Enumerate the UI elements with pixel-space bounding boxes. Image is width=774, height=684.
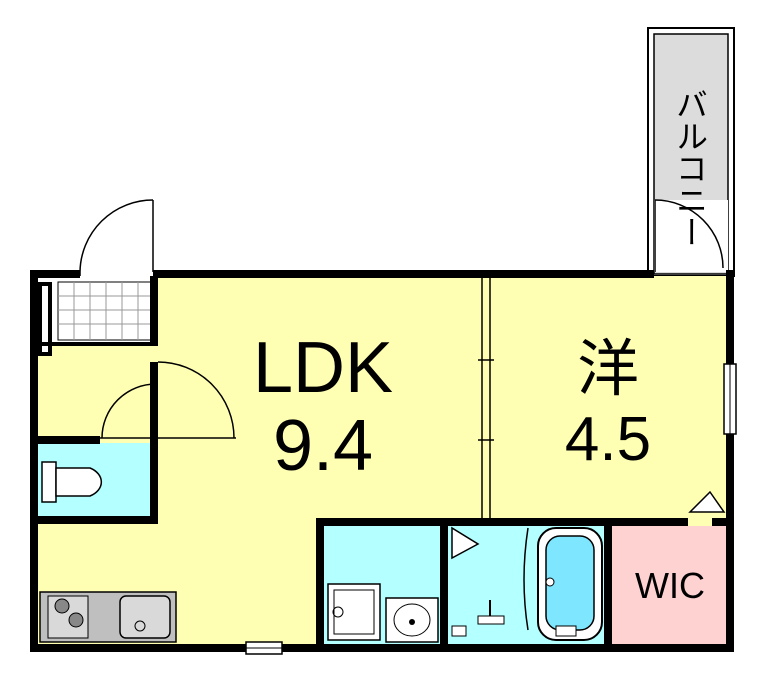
ldk-size-label: 9.4 [273,406,373,486]
western-room [490,276,732,520]
stove-burner-icon [68,612,84,628]
bathroom-door-icon [451,526,480,560]
wic-label: WIC [635,565,705,606]
bathtub-icon [537,527,603,641]
sink-icon [119,595,171,639]
toilet-door-swing [100,383,157,439]
wic-door-icon [688,490,726,513]
washing-machine-icon [327,583,381,641]
western-name-label: 洋 [577,335,639,404]
balcony-door-swing [654,199,728,272]
stove-burner-icon [54,598,70,614]
wic-room [612,526,732,648]
genkan-tile [57,281,155,341]
ldk-name-label: LDK [253,328,393,408]
washbasin-icon [385,597,439,643]
sliding-partition [478,276,494,520]
balcony-label: バルコニー [671,88,709,248]
ldk-door-swing [157,361,236,439]
kitchen-counter [39,591,177,643]
entrance-door-swing [79,199,154,276]
walls [30,270,734,652]
faucet-icon [451,600,505,637]
western-size-label: 4.5 [565,405,651,474]
toilet-icon [41,461,103,503]
